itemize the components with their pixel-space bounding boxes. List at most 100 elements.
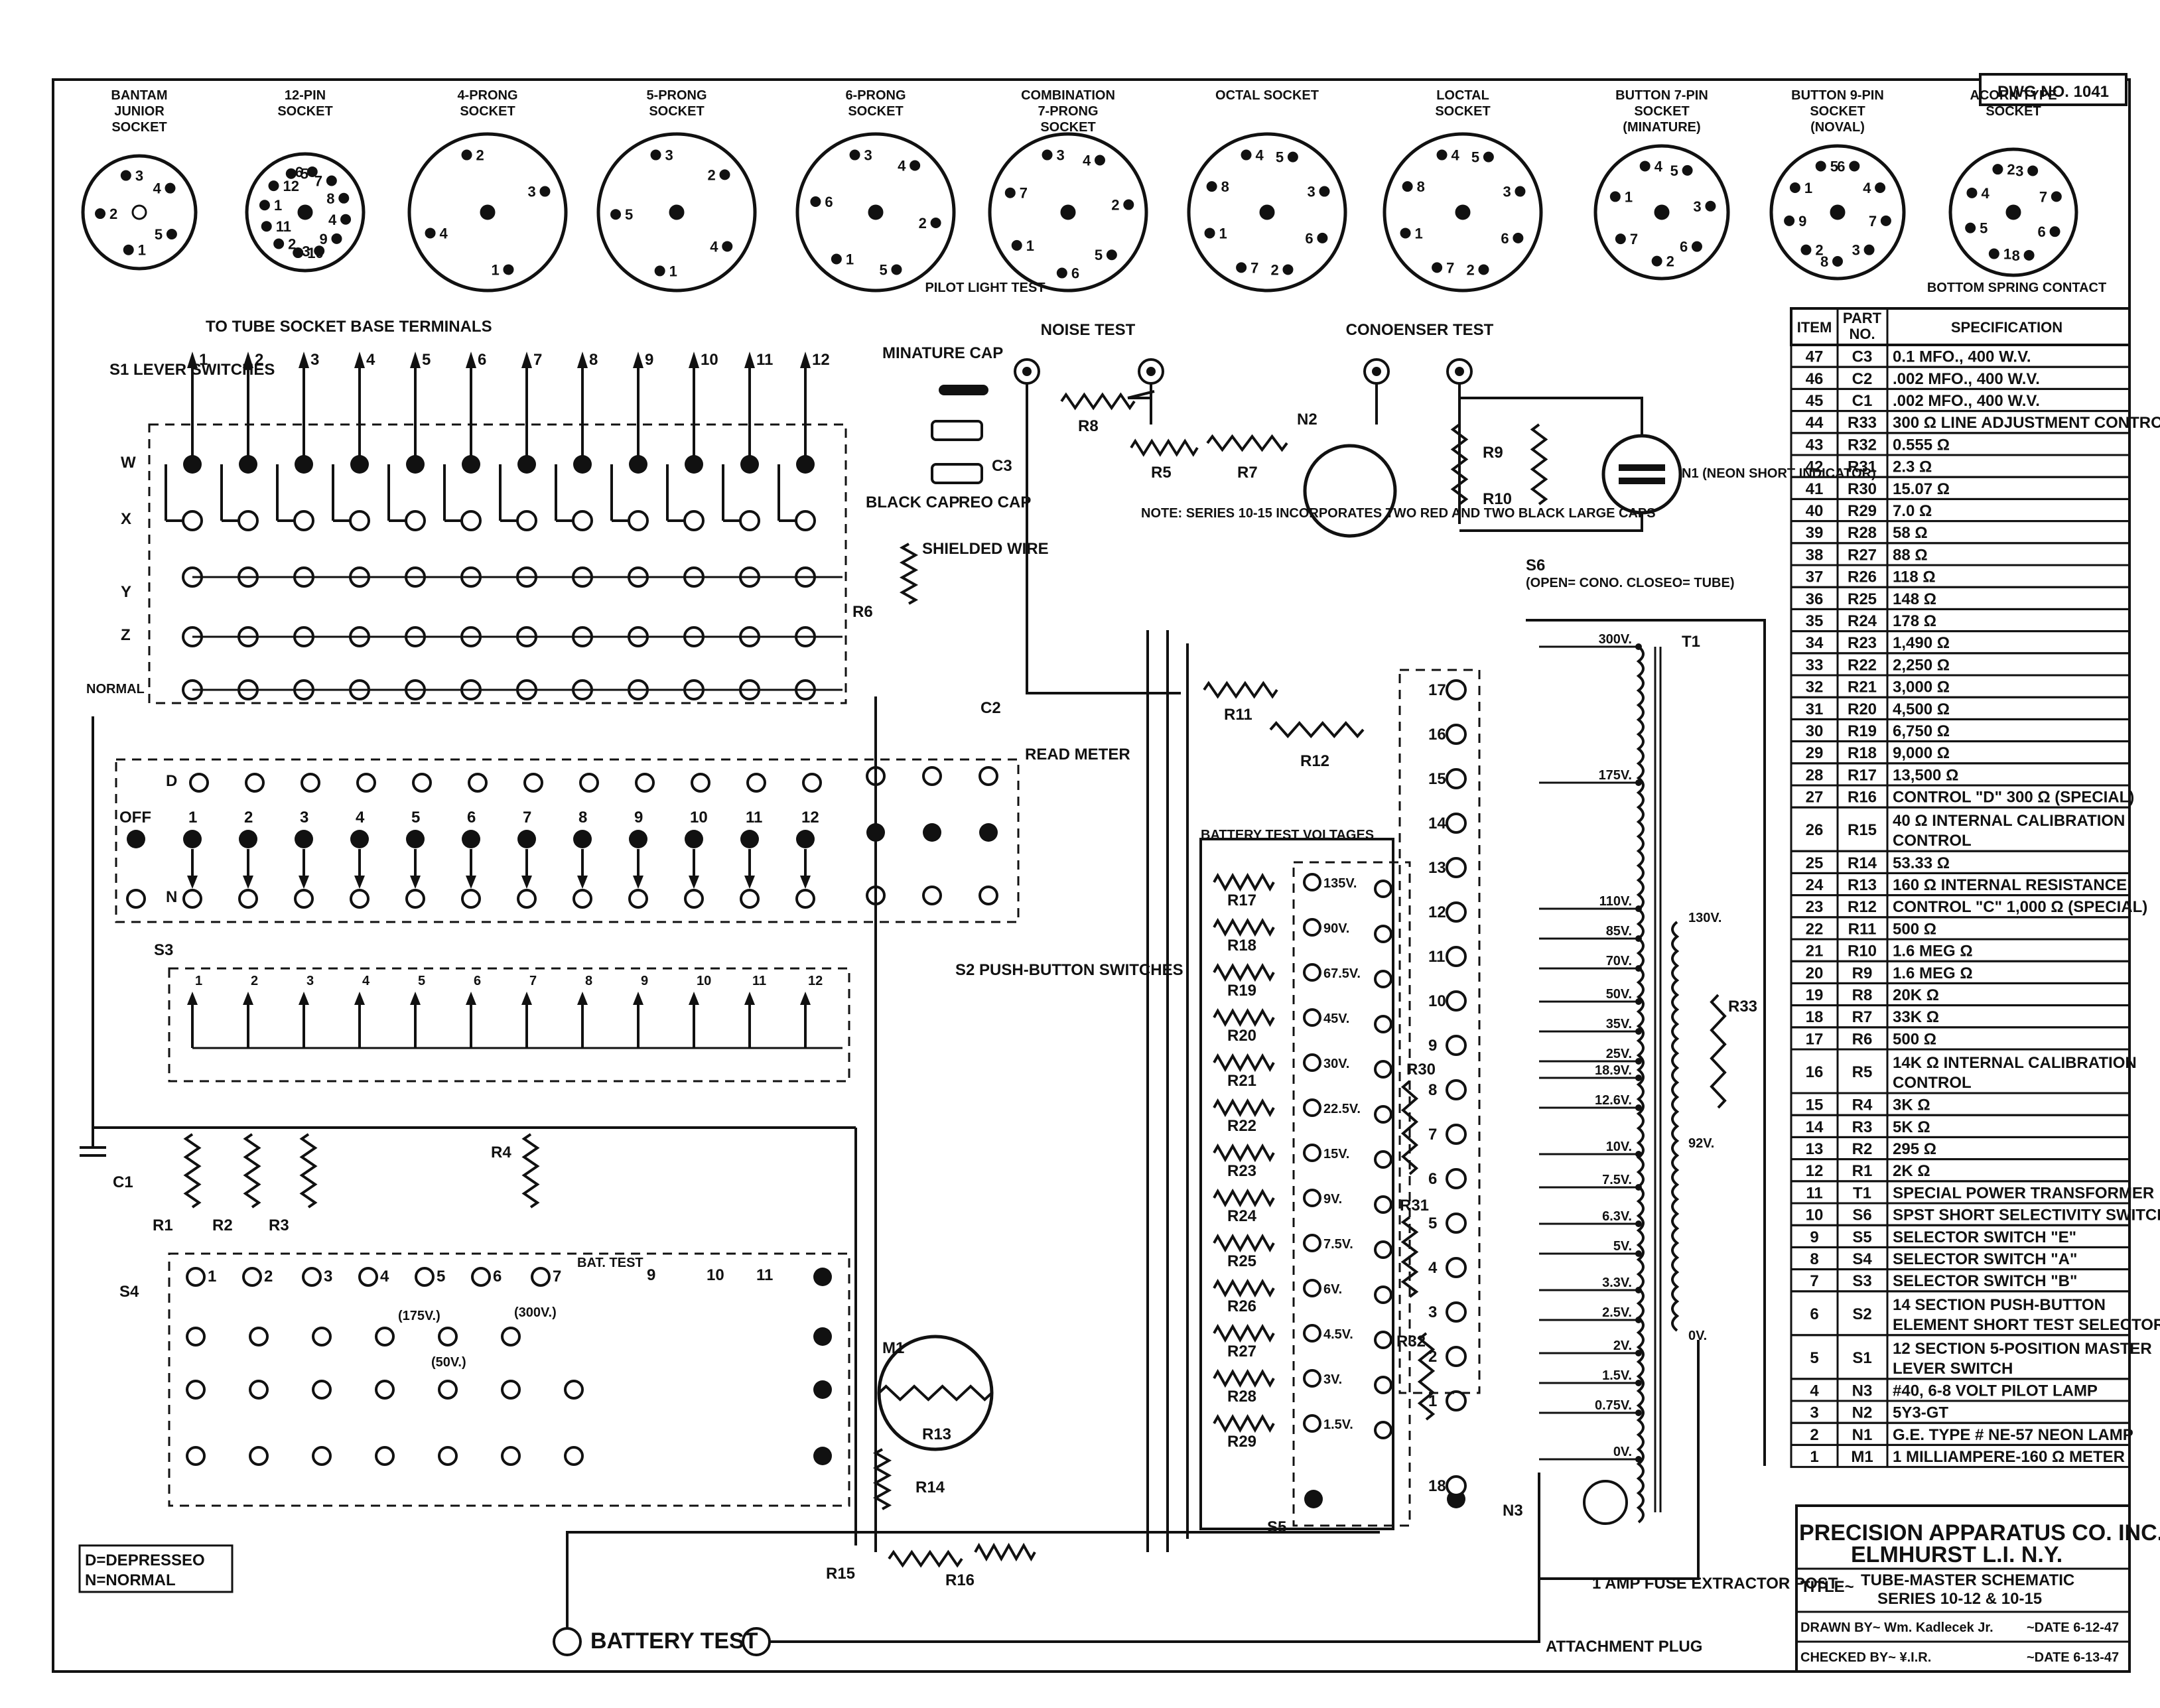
noise-test-terminal-right-dot [1146,367,1156,376]
parts-item-number: 10 [1806,1207,1824,1224]
parts-item-number: 20 [1806,964,1824,982]
parts-spec: 13,500 Ω [1893,766,1958,784]
s2-label: S2 PUSH-BUTTON SWITCHES [955,961,1183,979]
s1-enclosure [148,423,847,704]
w-contact [295,455,313,474]
title-text: TUBE-MASTER SCHEMATIC [1861,1571,2074,1589]
terminal-arrow [800,352,811,368]
parts-part-number: R9 [1852,964,1873,982]
socket-pin-number: 3 [1693,198,1701,215]
t1-tap-label: 25V. [1606,1047,1632,1061]
d-contact [412,773,432,793]
parts-spec: 118 Ω [1893,568,1936,586]
socket-pin [810,196,821,208]
parts-spec: 5Y3-GT [1893,1404,1948,1422]
lever-arrowhead [689,876,699,889]
t1-tap-dot [1635,1220,1642,1227]
socket-pin-number: 9 [1798,213,1806,230]
w-contact [629,455,647,474]
socket-pin [650,149,661,161]
socket-name: 6-PRONG [845,88,906,103]
socket-pin [1056,267,1067,279]
socket-name: SOCKET [1986,104,2041,119]
lever-pivot [573,830,592,848]
parts-spec: 1,490 Ω [1893,634,1950,652]
socket-pin-number: 8 [1417,178,1425,195]
title-label: TITLE~ [1800,1578,1854,1596]
parts-spec: G.E. TYPE # NE-57 NEON LAMP [1893,1426,2133,1444]
s3-arrowhead [633,992,643,1005]
parts-item-number: 5 [1810,1349,1818,1367]
socket-pin-number: 9 [319,231,327,247]
battery-resistor [1213,872,1275,892]
push-button-contact [979,886,998,905]
header-part: PART [1843,310,1882,326]
parts-part-number: R23 [1848,634,1877,652]
lever-pivot [183,830,202,848]
w-contact [350,455,369,474]
s4-resistor [521,1133,540,1209]
d-contact [245,773,265,793]
t1-tap-dot [1635,1151,1642,1157]
parts-part-number: S3 [1852,1272,1871,1290]
parts-part-number: R7 [1852,1008,1873,1026]
parts-part-number: S5 [1852,1228,1871,1246]
parts-row-box [1790,1092,2131,1116]
noise-test-label: NOISE TEST [1041,321,1136,339]
s3-arrowhead [689,992,699,1005]
t1-tap-label: 0.75V. [1595,1398,1632,1413]
battery-resistor [1213,1053,1275,1073]
lever-arrowhead [800,876,811,889]
s3-position-number: 10 [697,974,711,988]
row-w-label: W [121,454,136,472]
switch-contact [293,510,314,531]
parts-part-number: R17 [1848,766,1877,784]
parts-part-number: R4 [1852,1096,1873,1114]
socket-pin-number: 3 [1307,184,1315,200]
n1-neon-lamp [1601,434,1682,515]
socket-center-key [1830,204,1846,220]
terminal-number: 11 [756,351,773,369]
s5-contact [1446,724,1467,745]
s5-position-label: 3 [1428,1303,1437,1321]
s5-position-label: 7 [1428,1126,1437,1144]
socket-pin [273,238,285,249]
d-contact [802,773,822,793]
header-part: NO. [1849,326,1875,342]
lever-arrowhead [466,876,476,889]
parts-spec: SELECTOR SWITCH "A" [1893,1250,2077,1268]
socket-pin-number: 3 [864,147,872,164]
row-d-label: D [166,772,177,790]
parts-part-number: M1 [1851,1448,1873,1466]
lever-pivot [796,830,815,848]
shielded-wire-label: SHIELDED WIRE [922,540,1049,558]
socket-pin [719,169,730,180]
socket-pin-number: 6 [295,164,303,180]
battery-tap-contact [1303,1369,1321,1388]
socket-pin [910,160,921,171]
battery-resistor [1213,1233,1275,1253]
n-contact [294,889,314,909]
socket-pin [1966,187,1978,198]
battery-minus-terminal [553,1627,582,1656]
battery-tap-contact [1303,1414,1321,1433]
socket-pin [461,149,472,161]
s3-enclosure [168,967,850,1083]
lever-arrowhead [744,876,755,889]
parts-spec: 0.555 Ω [1893,436,1950,454]
parts-item-number: 9 [1810,1228,1818,1246]
parts-row-box [1790,497,2131,523]
terminal-number: 10 [701,351,718,369]
battery-selector-contact [1374,1015,1392,1033]
row-normal-label: NORMAL [86,682,145,696]
battery-voltage-label: 1.5V. [1323,1417,1353,1432]
t1-tap-label: 35V. [1606,1017,1632,1031]
socket-pin-number: 6 [825,194,833,210]
s4-resistor [299,1133,318,1209]
t1-label: T1 [1682,633,1700,651]
r12-label: R12 [1300,752,1329,770]
socket-name: BUTTON 7-PIN [1615,88,1708,103]
